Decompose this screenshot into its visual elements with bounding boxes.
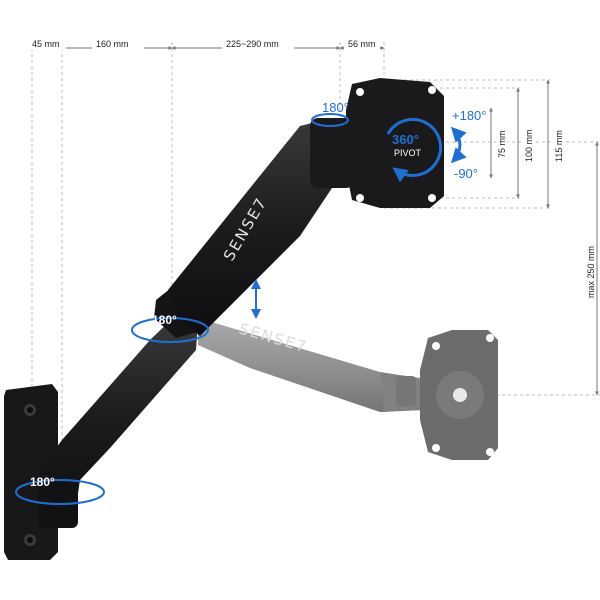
lower-arm [38, 284, 204, 528]
dim-height-range: max 250 mm [586, 246, 596, 298]
right-dimension-lines [489, 79, 599, 396]
dim-vesa-100: 100 mm [524, 129, 534, 162]
dim-head-depth: 56 mm [348, 39, 376, 49]
dim-wall-offset: 45 mm [32, 39, 60, 49]
base-swivel-label: 180° [30, 475, 55, 489]
dim-plate-height: 115 mm [554, 130, 564, 162]
lowered-vesa-plate [420, 330, 498, 460]
base-swivel-arrow [15, 479, 105, 505]
tilt-up-label: +180° [452, 108, 486, 123]
pivot-label: PIVOT [394, 148, 422, 158]
dim-upper-arm: 225~290 mm [226, 39, 279, 49]
elbow-swivel-label: 180° [152, 313, 177, 327]
upper-arm: SENSE7 [168, 118, 354, 336]
head-swivel-arrow [311, 113, 349, 127]
dim-vesa-75: 75 mm [497, 130, 507, 158]
tilt-down-label: -90° [454, 166, 478, 181]
tilt-arrow [450, 126, 467, 164]
pivot-angle: 360° [392, 132, 419, 147]
pivot-arrow [386, 117, 443, 183]
dim-lower-arm: 160 mm [96, 39, 129, 49]
elbow-swivel-arrow [131, 317, 209, 343]
guide-lines [31, 42, 600, 470]
lowered-arm-ghost: SENSE7 [198, 318, 436, 412]
head-swivel-label: 180° [322, 100, 349, 115]
